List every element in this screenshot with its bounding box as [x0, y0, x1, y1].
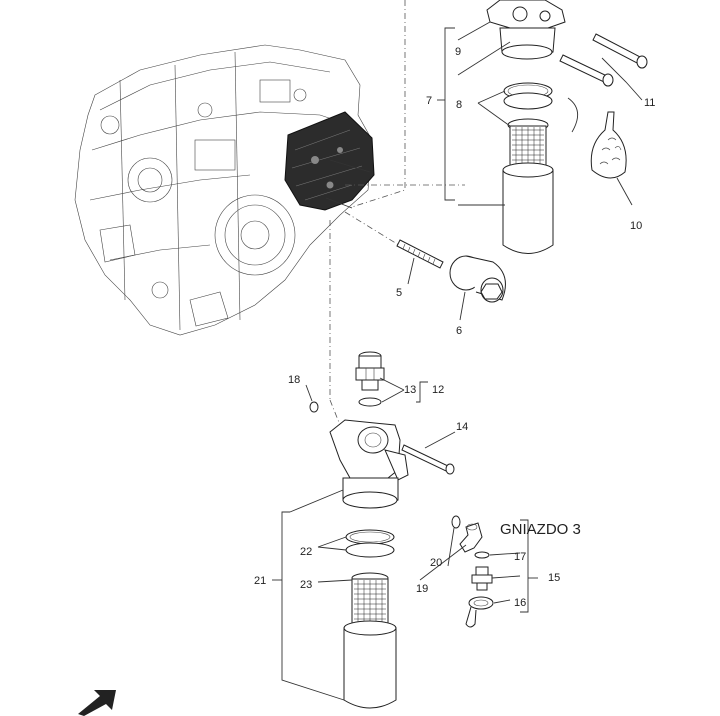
callout-19: 19 [416, 583, 428, 595]
upper-leaders [407, 21, 643, 321]
callout-8: 8 [456, 99, 462, 111]
callout-20: 20 [430, 557, 442, 569]
fitting-13 [355, 351, 385, 391]
direction-arrow-icon [78, 690, 116, 716]
upper-filter-bowl [502, 118, 554, 254]
upper-o-rings [503, 82, 553, 110]
valve-block [284, 111, 375, 211]
callout-15: 15 [548, 572, 560, 584]
bolt-bag [567, 97, 627, 179]
callout-11: 11 [644, 97, 655, 109]
callout-9: 9 [455, 46, 461, 58]
callout-22: 22 [300, 546, 312, 558]
transmission-housing [74, 44, 375, 336]
lower-filter-bowl [343, 572, 397, 709]
callout-5: 5 [396, 287, 402, 299]
coupler-15 [471, 566, 493, 591]
callout-23: 23 [300, 579, 312, 591]
callout-13: 13 [404, 384, 416, 396]
upper-bolts [559, 33, 648, 87]
dust-cap-16 [465, 596, 494, 628]
callout-16: 16 [514, 597, 526, 609]
callout-14: 14 [456, 421, 468, 433]
callout-12: 12 [432, 384, 444, 396]
callout-6: 6 [456, 325, 462, 337]
o-ring-18 [309, 401, 319, 413]
socket-title: GNIAZDO 3 [500, 521, 581, 538]
callout-labels: 9 7 8 11 10 5 6 18 13 12 14 GNIAZDO 3 20… [254, 46, 655, 609]
lower-o-rings [345, 529, 395, 558]
adapter-6 [449, 255, 506, 303]
elbow-fitting-19 [459, 522, 483, 553]
upper-filter-head [486, 0, 566, 60]
callout-7: 7 [426, 95, 432, 107]
o-ring-13 [358, 397, 382, 407]
callout-18: 18 [288, 374, 300, 386]
stud-5 [396, 239, 444, 269]
lower-filter-head [329, 419, 409, 509]
callout-10: 10 [630, 220, 642, 232]
o-ring-20 [451, 515, 461, 529]
lower-leaders [272, 377, 538, 701]
o-ring-17 [474, 551, 490, 559]
bolt-14 [401, 444, 455, 475]
callout-17: 17 [514, 551, 526, 563]
callout-21: 21 [254, 575, 266, 587]
